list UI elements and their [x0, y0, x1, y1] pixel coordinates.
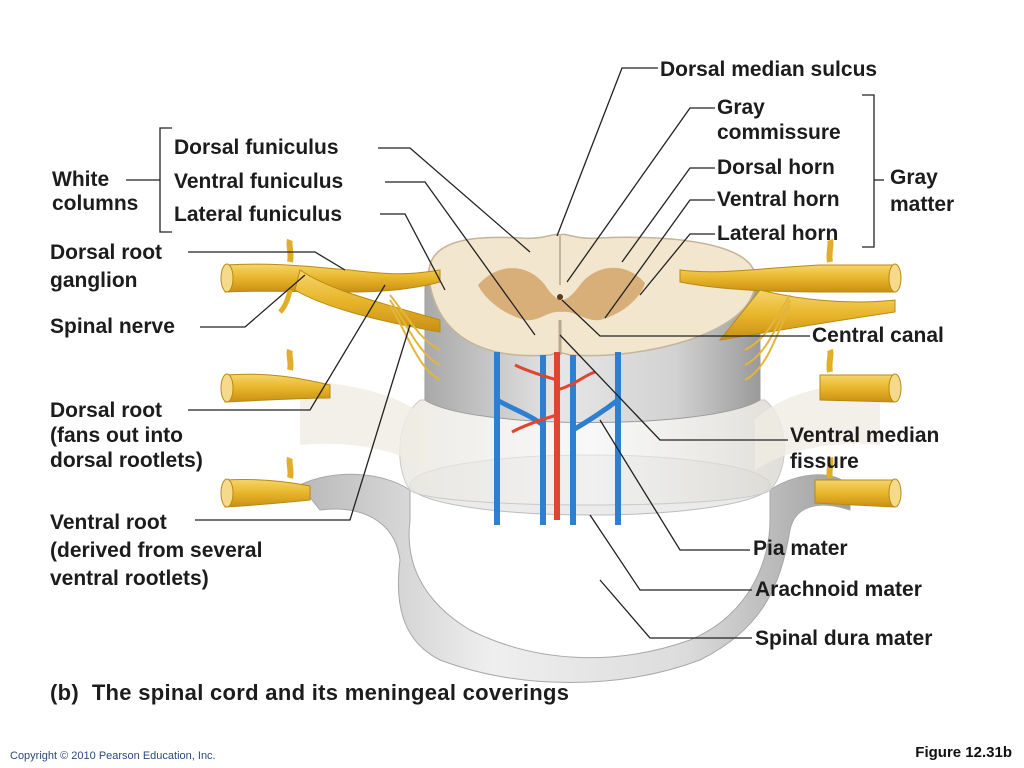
figure-number: Figure 12.31b	[915, 744, 1012, 761]
label-white-columns-line2: columns	[52, 192, 139, 215]
label-gray-matter-line1: Gray	[890, 166, 938, 189]
label-spinal-dura-mater: Spinal dura mater	[755, 627, 933, 650]
label-ventral-root-line2: (derived from several	[50, 539, 263, 562]
rootlets	[389, 294, 791, 381]
label-dorsal-median-sulcus: Dorsal median sulcus	[660, 58, 878, 81]
label-white-columns-line1: White	[52, 168, 110, 191]
label-central-canal: Central canal	[812, 324, 944, 347]
nerves-right	[679, 238, 902, 508]
label-ventral-horn: Ventral horn	[717, 188, 840, 211]
label-pia-mater: Pia mater	[753, 537, 848, 560]
label-gray-commissure-line1: Gray	[717, 96, 765, 119]
leader-lines	[126, 67, 884, 639]
label-ventral-median-fissure-line2: fissure	[790, 450, 859, 473]
label-ventral-root-line3: ventral rootlets)	[50, 567, 209, 590]
label-dorsal-root-line3: dorsal rootlets)	[50, 449, 203, 472]
spinal-cord	[424, 233, 761, 423]
label-arachnoid-mater: Arachnoid mater	[755, 578, 922, 601]
label-ventral-root-line1: Ventral root	[50, 511, 167, 534]
figure-caption: (b) The spinal cord and its meningeal co…	[50, 680, 570, 705]
label-ventral-funiculus: Ventral funiculus	[174, 170, 344, 193]
label-lateral-funiculus: Lateral funiculus	[174, 203, 343, 226]
central-canal-dot	[557, 294, 563, 300]
label-ventral-median-fissure-line1: Ventral median	[790, 424, 940, 447]
label-dorsal-root-ganglion-line2: ganglion	[50, 269, 138, 292]
label-dorsal-root-ganglion-line1: Dorsal root	[50, 241, 163, 264]
label-dorsal-root-line1: Dorsal root	[50, 399, 163, 422]
label-gray-commissure-line2: commissure	[717, 121, 841, 144]
label-dorsal-funiculus: Dorsal funiculus	[174, 136, 339, 159]
label-lateral-horn: Lateral horn	[717, 222, 839, 245]
nerves-left	[220, 238, 441, 508]
copyright-notice: Copyright © 2010 Pearson Education, Inc.	[10, 750, 216, 762]
label-dorsal-root-line2: (fans out into	[50, 424, 183, 447]
gray-matter	[478, 267, 645, 321]
label-dorsal-horn: Dorsal horn	[717, 156, 835, 179]
blood-vessels	[494, 352, 621, 525]
label-gray-matter-line2: matter	[890, 193, 955, 216]
label-spinal-nerve: Spinal nerve	[50, 315, 175, 338]
